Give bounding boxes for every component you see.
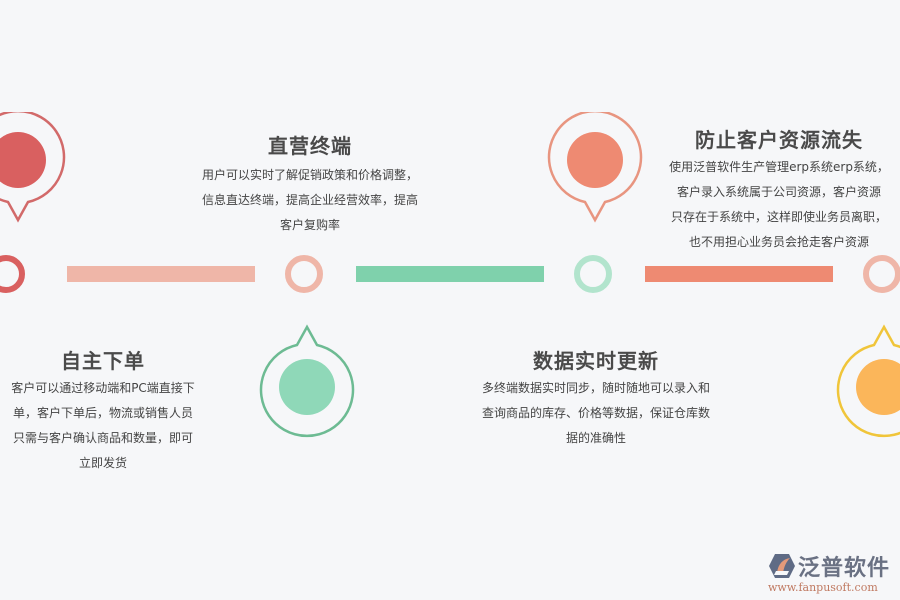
timeline-node-1 [0,255,25,293]
timeline-node-4 [863,255,900,293]
feature-realtime-data: 数据实时更新 多终端数据实时同步，随时随地可以录入和 查询商品的库存、价格等数据… [460,345,732,451]
feature-description: 用户可以实时了解促销政策和价格调整， 信息直达终端，提高企业经营效率，提高 客户… [180,163,440,238]
description-line: 只存在于系统中，这样即使业务员离职， [670,210,887,224]
description-line: 立即发货 [78,456,127,470]
feature-self-order: 自主下单 客户可以通过移动端和PC端直接下 单，客户下单后，物流或销售人员 只需… [0,345,206,476]
map-pin-icon-orange [547,112,643,223]
fanpu-logo-icon [769,554,795,578]
feature-title: 直营终端 [268,134,352,158]
map-pin-icon-yellow [836,324,900,438]
description-line: 客户复购率 [279,218,340,232]
logo-url: www.fanpusoft.com [768,581,878,594]
description-line: 用户可以实时了解促销政策和价格调整， [201,168,418,182]
feature-description: 使用泛普软件生产管理erp系统erp系统， 客户录入系统属于公司资源，客户资源 … [658,155,900,255]
map-pin-icon-green [259,324,355,438]
timeline-connector-1 [67,266,255,282]
description-line: 只需与客户确认商品和数量，即可 [12,431,193,445]
feature-description: 客户可以通过移动端和PC端直接下 单，客户下单后，物流或销售人员 只需与客户确认… [0,376,206,476]
feature-title: 防止客户资源流失 [695,128,863,152]
feature-description: 多终端数据实时同步，随时随地可以录入和 查询商品的库存、价格等数据，保证仓库数 … [460,376,732,451]
description-line: 客户录入系统属于公司资源，客户资源 [676,185,881,199]
timeline-connector-2 [356,266,544,282]
map-pin-icon-red [0,112,66,223]
description-line: 客户可以通过移动端和PC端直接下 [11,381,195,395]
timeline-node-3 [574,255,612,293]
description-line: 单，客户下单后，物流或销售人员 [12,406,193,420]
timeline-node-2 [285,255,323,293]
description-line: 查询商品的库存、价格等数据，保证仓库数 [481,406,710,420]
description-line: 也不用担心业务员会抢走客户资源 [688,235,869,249]
description-line: 据的准确性 [565,431,626,445]
feature-title: 数据实时更新 [533,349,659,373]
feature-direct-terminal: 直营终端 用户可以实时了解促销政策和价格调整， 信息直达终端，提高企业经营效率，… [180,130,440,238]
logo-name: 泛普软件 [798,556,891,581]
feature-title: 自主下单 [61,349,145,373]
description-line: 信息直达终端，提高企业经营效率，提高 [201,193,418,207]
brand-logo: 泛普软件 www.fanpusoft.com [768,553,893,597]
feature-prevent-loss: 防止客户资源流失 使用泛普软件生产管理erp系统erp系统， 客户录入系统属于公… [658,124,900,255]
timeline-connector-3 [645,266,833,282]
description-line: 多终端数据实时同步，随时随地可以录入和 [481,381,710,395]
description-line: 使用泛普软件生产管理erp系统erp系统， [669,160,889,174]
